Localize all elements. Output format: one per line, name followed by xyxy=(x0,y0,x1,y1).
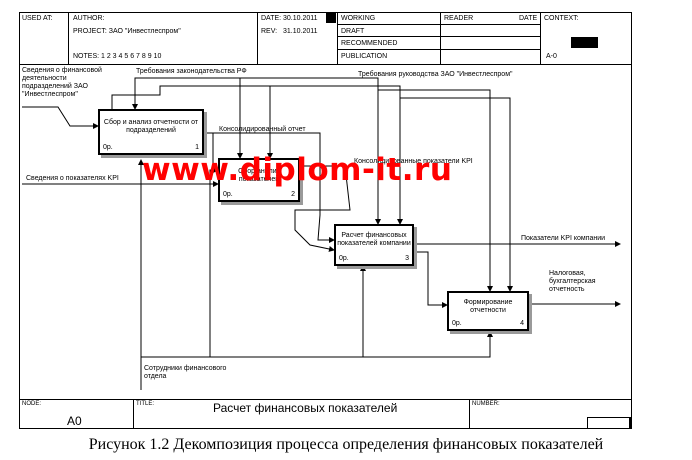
divider xyxy=(68,12,69,65)
activity-number: 3 xyxy=(405,255,409,262)
divider xyxy=(337,49,540,50)
date-label: DATE: xyxy=(261,15,282,22)
frame-left xyxy=(19,65,20,399)
arrow-consolidated-kpi xyxy=(294,165,351,252)
label-output-kpi: Показатели KPI компании xyxy=(521,235,606,242)
used-at-label: USED AT: xyxy=(22,15,53,22)
activity-name: Сбор анализ показателей xyxy=(238,168,280,183)
divider xyxy=(337,24,540,25)
arrow-mechanism xyxy=(140,331,493,390)
activity-cost: 0р. xyxy=(452,320,462,327)
control-mgmt-branch-2 xyxy=(400,97,513,292)
label-control-law: Требования законодательства РФ xyxy=(136,68,247,75)
header-frame xyxy=(19,12,632,65)
number-label: NUMBER: xyxy=(472,401,500,407)
label-output-tax: Налоговая, бухгалтерская отчетность xyxy=(549,270,596,293)
divider xyxy=(133,399,134,429)
activity-block-2[interactable]: Сбор анализ показателей 0р. 2 xyxy=(218,158,300,202)
status-working: WORKING xyxy=(341,15,376,22)
label-control-mgmt: Требования руководства ЗАО "Инвестлеспро… xyxy=(358,71,513,78)
divider xyxy=(257,12,258,65)
diagram-title: Расчет финансовых показателей xyxy=(213,401,398,415)
activity-name: Расчет финансовых показателей компании xyxy=(337,232,411,247)
consolidated-report-branch xyxy=(213,132,335,243)
arrow-control-mgmt xyxy=(111,85,403,225)
context-label: CONTEXT: xyxy=(544,15,579,22)
activity-number: 1 xyxy=(195,144,199,151)
label-input-kpi: Сведения о показателях KPI xyxy=(26,175,119,182)
status-draft: DRAFT xyxy=(341,28,365,35)
activity-cost: 0р. xyxy=(103,144,113,151)
label-input-fin: Сведения о финансовой деятельности подра… xyxy=(22,67,102,98)
figure-caption: Рисунок 1.2 Декомпозиция процесса опреде… xyxy=(88,436,604,453)
divider xyxy=(337,12,338,65)
footer-tab xyxy=(587,417,631,429)
divider xyxy=(337,36,540,37)
activity-cost: 0р. xyxy=(339,255,349,262)
label-consolidated-report: Консолидированный отчет xyxy=(219,126,306,133)
activity-name: Формирование отчетности xyxy=(463,299,513,314)
node-value: A0 xyxy=(67,414,82,428)
activity-cost: 0р. xyxy=(223,191,233,198)
watermark: www.diplom-it.ru xyxy=(142,152,453,188)
notes-label: NOTES: 1 2 3 4 5 6 7 8 9 10 xyxy=(73,53,162,60)
working-marker xyxy=(326,13,336,23)
title-label: TITLE: xyxy=(136,401,155,407)
author-label: AUTHOR: xyxy=(73,15,105,22)
divider xyxy=(540,12,541,65)
activity-block-3[interactable]: Расчет финансовых показателей компании 0… xyxy=(334,224,414,266)
status-publication: PUBLICATION xyxy=(341,53,388,60)
arrow-3-to-4 xyxy=(414,251,448,308)
activity-block-4[interactable]: Формирование отчетности 0р. 4 xyxy=(447,291,529,331)
label-consolidated-kpi: Консолидированные показатели KPI xyxy=(354,158,473,165)
reader-label: READER xyxy=(444,15,474,22)
arrow-input-fin xyxy=(22,106,99,129)
footer-frame xyxy=(19,399,632,429)
rev-label: REV: xyxy=(261,28,278,35)
activity-block-1[interactable]: Сбор и анализ отчетности от подразделени… xyxy=(98,109,204,155)
label-mechanism: Сотрудники финансового отдела xyxy=(144,365,227,380)
rev-value: 31.10.2011 xyxy=(283,28,318,35)
activity-name: Сбор и анализ отчетности от подразделени… xyxy=(103,119,199,134)
control-law-branch-3 xyxy=(377,78,493,292)
frame-right xyxy=(631,65,632,399)
divider xyxy=(469,399,470,429)
project-label: PROJECT: ЗАО "Инвестлеспром" xyxy=(73,28,181,35)
context-node: A-0 xyxy=(546,53,557,60)
arrow-control-law xyxy=(134,77,381,225)
footer-black-mark xyxy=(629,417,632,429)
context-thumbnail xyxy=(571,37,598,48)
activity-number: 4 xyxy=(520,320,524,327)
activity-number: 2 xyxy=(291,191,295,198)
reader-date-label: DATE xyxy=(519,15,538,22)
status-recommended: RECOMMENDED xyxy=(341,40,398,47)
node-label: NODE: xyxy=(22,401,42,407)
divider xyxy=(440,12,441,65)
date-value: 30.10.2011 xyxy=(283,15,318,22)
